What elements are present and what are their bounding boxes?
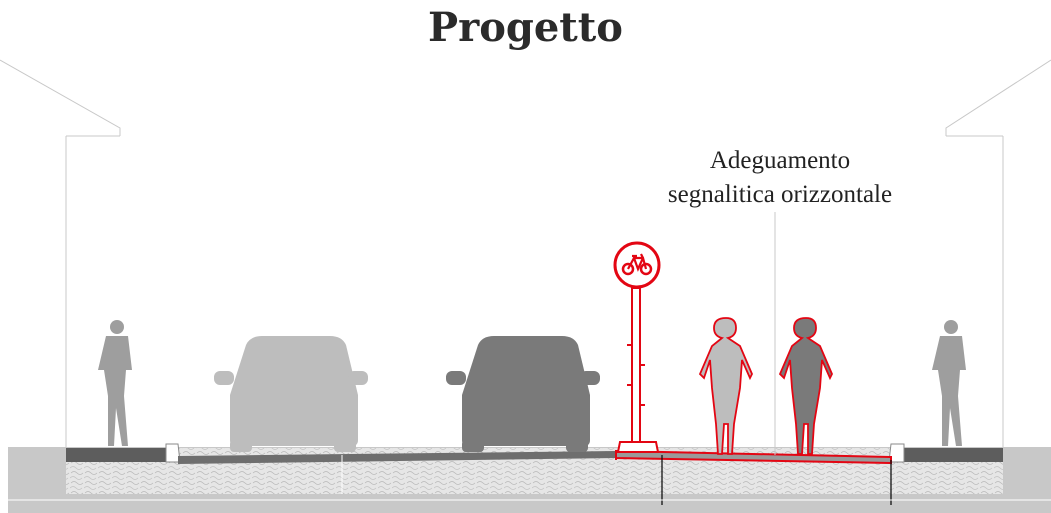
cyclist-icon <box>778 317 833 455</box>
curb-left <box>165 443 181 463</box>
carriageway <box>178 451 616 464</box>
ground-section <box>8 443 1051 513</box>
bicycle-sign-icon <box>613 241 661 453</box>
sidewalk-right <box>904 448 1003 462</box>
cyclist-icon <box>698 317 753 455</box>
car-rear-icon <box>214 336 368 452</box>
pedestrian-icon <box>98 320 132 446</box>
building-left <box>0 59 121 448</box>
annotation-label: Adeguamento segnalitica orizzontale <box>630 144 930 212</box>
sidewalk-left <box>66 448 166 462</box>
pedestrian-icon <box>932 320 966 446</box>
annotation-line-1: Adeguamento <box>709 147 851 174</box>
page-title: Progetto <box>428 4 623 51</box>
annotation-line-2: segnalitica orizzontale <box>667 181 893 208</box>
building-right <box>945 59 1051 448</box>
car-rear-icon <box>446 336 600 452</box>
